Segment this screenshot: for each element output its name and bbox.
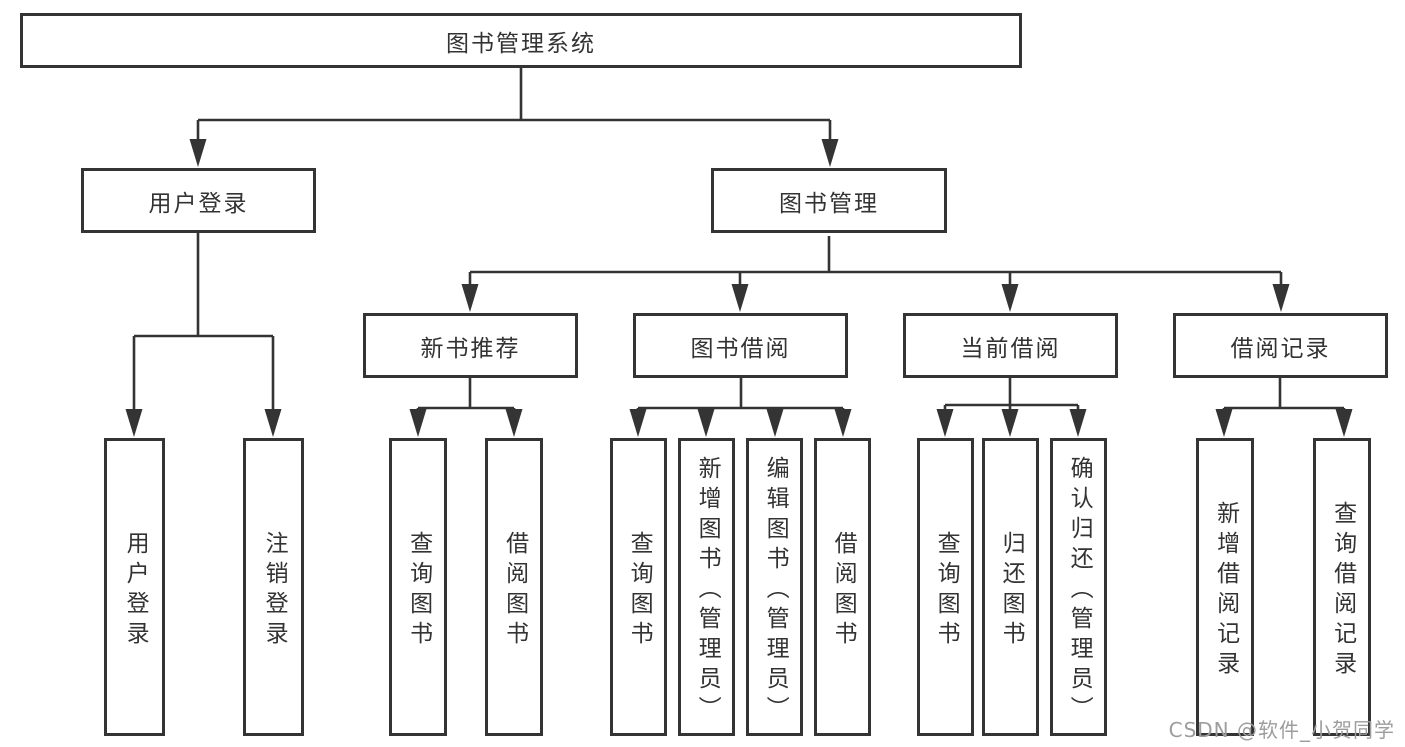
node-root-system: 图书管理系统 xyxy=(20,13,1022,68)
leaf-logout: 注销登录 xyxy=(243,438,304,736)
leaf-query-books-borrowing: 查询图书 xyxy=(610,438,667,736)
node-user-login: 用户登录 xyxy=(81,168,316,233)
leaf-return-books: 归还图书 xyxy=(982,438,1039,736)
leaf-borrow-books-recommend-label: 借阅图书 xyxy=(501,530,528,651)
leaf-borrow-books-recommend: 借阅图书 xyxy=(485,438,543,736)
leaf-query-books-current-label: 查询图书 xyxy=(933,530,960,651)
csdn-watermark: CSDN @软件_小贺同学 xyxy=(1168,718,1395,742)
node-current-borrowing: 当前借阅 xyxy=(903,313,1118,378)
leaf-add-book-admin-label: 新增图书（管理员） xyxy=(694,455,721,726)
node-book-borrowing: 图书借阅 xyxy=(633,313,848,378)
node-book-management: 图书管理 xyxy=(711,168,947,233)
leaf-confirm-return-admin: 确认归还（管理员） xyxy=(1050,438,1107,736)
arrowheads xyxy=(125,139,1353,437)
leaf-edit-book-admin: 编辑图书（管理员） xyxy=(746,438,803,736)
leaf-user-login-label: 用户登录 xyxy=(122,530,149,651)
leaf-query-books-recommend-label: 查询图书 xyxy=(405,530,432,651)
leaf-add-borrow-record: 新增借阅记录 xyxy=(1196,438,1254,736)
node-new-book-recommend: 新书推荐 xyxy=(363,313,578,378)
leaf-query-books-current: 查询图书 xyxy=(917,438,974,736)
leaf-return-books-label: 归还图书 xyxy=(998,530,1025,651)
node-borrowing-records: 借阅记录 xyxy=(1173,313,1388,378)
leaf-borrow-books-borrowing-label: 借阅图书 xyxy=(830,530,857,651)
leaf-edit-book-admin-label: 编辑图书（管理员） xyxy=(762,455,789,726)
leaf-confirm-return-admin-label: 确认归还（管理员） xyxy=(1066,455,1093,726)
leaf-add-borrow-record-label: 新增借阅记录 xyxy=(1212,500,1239,681)
leaf-add-book-admin: 新增图书（管理员） xyxy=(678,438,735,736)
leaf-query-books-recommend: 查询图书 xyxy=(389,438,447,736)
leaf-logout-label: 注销登录 xyxy=(261,530,288,651)
leaf-borrow-books-borrowing: 借阅图书 xyxy=(814,438,871,736)
leaf-query-borrow-record-label: 查询借阅记录 xyxy=(1329,500,1356,681)
leaf-query-borrow-record: 查询借阅记录 xyxy=(1313,438,1371,736)
leaf-user-login: 用户登录 xyxy=(104,438,165,736)
leaf-query-books-borrowing-label: 查询图书 xyxy=(626,530,653,651)
